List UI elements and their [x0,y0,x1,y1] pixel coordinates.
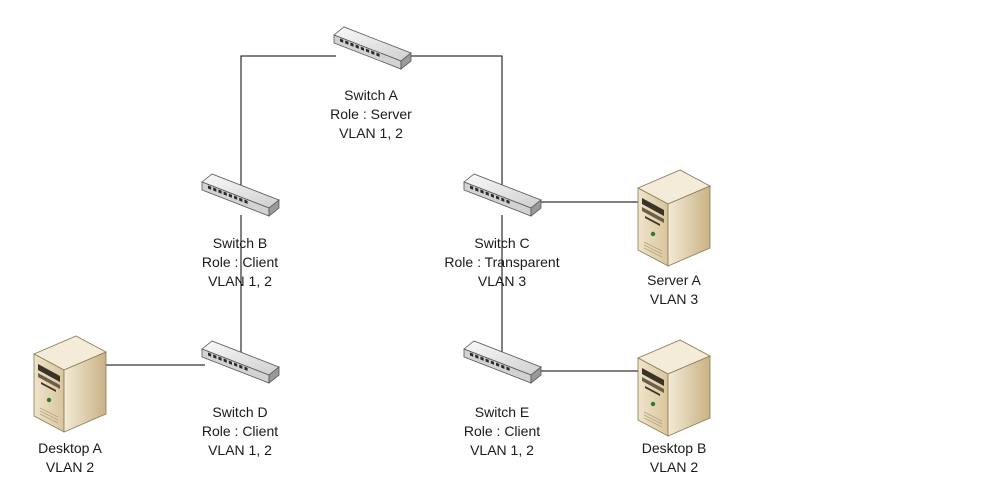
switch-a-name: Switch A [344,87,398,103]
link-switch-a-switch-b [240,55,336,185]
switch-a-network-switch-icon [333,26,412,70]
switch-e-vlan: VLAN 1, 2 [470,442,534,458]
switch-b-name: Switch B [212,235,268,251]
link-switch-a-switch-c [405,55,503,185]
desktop-a-vlan: VLAN 2 [45,459,95,475]
switch-c-network-switch-icon [463,173,542,217]
switch-e-label: Switch E Role : Client VLAN 1, 2 [412,403,592,460]
switch-e-network-switch-icon [463,340,542,384]
switch-e-name: Switch E [474,404,530,420]
switch-d-name: Switch D [212,404,268,420]
switch-a-label: Switch A Role : Server VLAN 1, 2 [281,86,461,143]
server-a-server-tower-icon [636,169,716,267]
server-a-label: Server A VLAN 3 [584,271,764,309]
desktop-a-label: Desktop A VLAN 2 [0,439,160,477]
desktop-b-desktop-tower-icon [636,339,716,437]
switch-a-vlan: VLAN 1, 2 [339,125,403,141]
desktop-a-desktop-tower-icon [32,335,112,433]
switch-a-role: Role : Server [330,106,412,122]
switch-c-label: Switch C Role : Transparent VLAN 3 [412,234,592,291]
switch-c-name: Switch C [474,235,530,251]
switch-d-vlan: VLAN 1, 2 [208,442,272,458]
switch-c-vlan: VLAN 3 [477,273,527,289]
links-layer [105,55,640,372]
desktop-b-label: Desktop B VLAN 2 [584,439,764,477]
desktop-b-vlan: VLAN 2 [649,459,699,475]
switch-b-vlan: VLAN 1, 2 [208,273,272,289]
switch-c-role: Role : Transparent [444,254,560,270]
server-a-name: Server A [647,272,701,288]
switch-d-label: Switch D Role : Client VLAN 1, 2 [150,403,330,460]
desktop-a-name: Desktop A [38,440,102,456]
switch-b-role: Role : Client [201,254,279,270]
switch-b-network-switch-icon [201,173,280,217]
switch-d-network-switch-icon [201,340,280,384]
server-a-vlan: VLAN 3 [649,291,699,307]
switch-b-label: Switch B Role : Client VLAN 1, 2 [150,234,330,291]
switch-e-role: Role : Client [463,423,541,439]
switch-d-role: Role : Client [201,423,279,439]
desktop-b-name: Desktop B [641,440,707,456]
